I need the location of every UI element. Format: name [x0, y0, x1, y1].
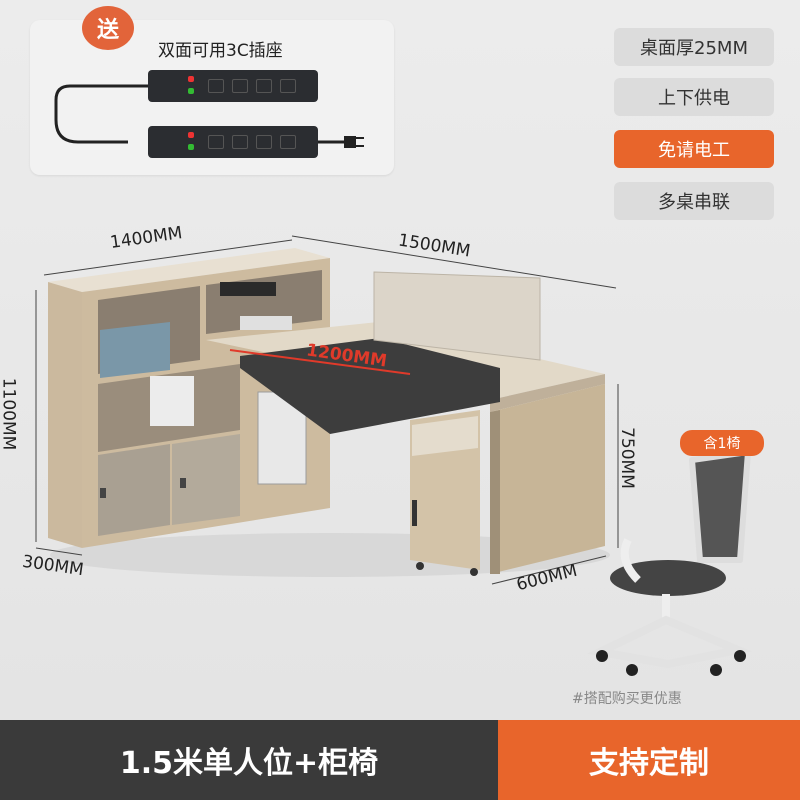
product-title: 1.5米单人位+柜椅: [0, 720, 498, 800]
office-chair: [587, 449, 752, 676]
power-strip-top-icon: [148, 70, 318, 102]
feature-tag-thickness: 桌面厚25MM: [614, 28, 774, 66]
dimension-lines: [35, 235, 619, 585]
customize-button[interactable]: 支持定制: [498, 720, 800, 800]
power-strip-bottom-icon: [148, 126, 318, 158]
socket-promo-card: 送 双面可用3C插座: [30, 6, 394, 175]
dim-height: 1100MM: [0, 377, 19, 451]
feature-tag-no-electrician: 免请电工: [614, 130, 774, 168]
dim-desk-height: 750MM: [616, 427, 637, 489]
feature-tag-power: 上下供电: [614, 78, 774, 116]
desk: [206, 271, 605, 576]
bundle-note: #搭配购买更优惠: [572, 691, 682, 707]
bookcase: [48, 248, 330, 548]
gift-badge: 送: [82, 6, 134, 50]
product-image: 送 双面可用3C插座 桌面厚25MM 上下供电 免请电工 多桌串联 1400MM…: [0, 0, 800, 720]
desk-illustration: [35, 235, 752, 676]
promo-title: 双面可用3C插座: [158, 41, 283, 61]
chair-included-badge: 含1椅: [680, 430, 764, 456]
feature-tag-linkable: 多桌串联: [614, 182, 774, 220]
cable-icon: [54, 84, 364, 148]
